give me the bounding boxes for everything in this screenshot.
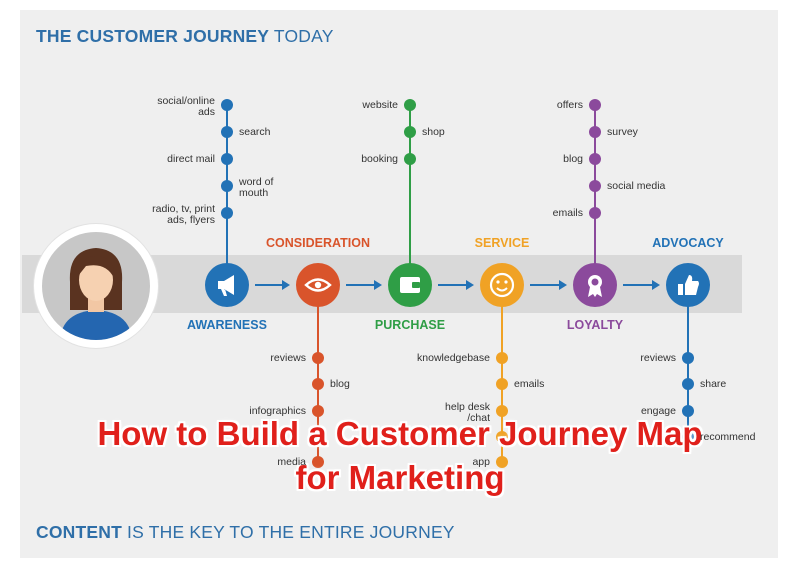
touchpoint-label: direct mail bbox=[167, 152, 215, 165]
touchpoint-label: website bbox=[362, 98, 398, 111]
touchpoint-label: reviews bbox=[640, 351, 676, 364]
touchpoint-label: offers bbox=[556, 98, 583, 111]
flow-arrow-head-icon bbox=[282, 280, 290, 290]
touchpoint-dot bbox=[682, 431, 694, 443]
footer-text: CONTENT IS THE KEY TO THE ENTIRE JOURNEY bbox=[36, 522, 455, 542]
smiley-icon bbox=[489, 272, 515, 298]
touchpoint-dot bbox=[404, 126, 416, 138]
touchpoint-dot bbox=[221, 207, 233, 219]
touchpoint-dot bbox=[312, 405, 324, 417]
stage-label-awareness: AWARENESS bbox=[187, 318, 267, 332]
touchpoint-label: survey bbox=[607, 125, 638, 138]
touchpoint-dot bbox=[404, 153, 416, 165]
touchpoint-dot bbox=[221, 153, 233, 165]
touchpoint-label: shop bbox=[422, 125, 445, 138]
touchpoint-label: booking bbox=[361, 152, 398, 165]
touchpoint-label: word of mouth bbox=[239, 176, 274, 199]
touchpoint-dot bbox=[221, 180, 233, 192]
touchpoint-dot bbox=[589, 207, 601, 219]
touchpoint-label: blog bbox=[563, 152, 583, 165]
touchpoint-dot bbox=[404, 99, 416, 111]
overlay-line-1: How to Build a Customer Journey Map bbox=[97, 415, 703, 452]
wallet-clasp bbox=[412, 282, 420, 288]
smiley-mouth bbox=[496, 287, 508, 292]
touchpoint-dot bbox=[496, 405, 508, 417]
eye-icon bbox=[304, 278, 332, 292]
touchpoint-dot bbox=[682, 352, 694, 364]
overlay-line-2: for Marketing bbox=[295, 459, 505, 496]
touchpoint-dot bbox=[682, 405, 694, 417]
touchpoint-label: infographics bbox=[249, 404, 306, 417]
touchpoint-label: recommend bbox=[700, 430, 756, 443]
megaphone-icon bbox=[218, 275, 234, 296]
thumbs-up-icon bbox=[678, 275, 699, 295]
stage-label-service: SERVICE bbox=[474, 236, 530, 250]
touchpoint-label: app bbox=[472, 455, 490, 468]
touchpoint-label: radio, tv, print ads, flyers bbox=[152, 203, 215, 226]
touchpoint-dot bbox=[312, 431, 324, 443]
smiley-eye bbox=[504, 280, 508, 284]
customer-avatar bbox=[34, 224, 158, 348]
stage-node bbox=[480, 263, 524, 307]
touchpoint-dot bbox=[496, 352, 508, 364]
touchpoint-label: share bbox=[700, 377, 727, 390]
touchpoint-label: emails bbox=[552, 206, 583, 219]
touchpoint-label: help desk /chat bbox=[445, 401, 490, 424]
diagram-title: THE CUSTOMER JOURNEY TODAY bbox=[36, 26, 334, 46]
touchpoint-dot bbox=[589, 153, 601, 165]
flow-arrow-head-icon bbox=[559, 280, 567, 290]
touchpoint-label: blog bbox=[330, 377, 350, 390]
eye-pupil bbox=[314, 281, 322, 289]
person-icon bbox=[60, 248, 132, 340]
overlay-heading: How to Build a Customer Journey Map for … bbox=[0, 412, 800, 500]
wallet-icon bbox=[400, 277, 420, 293]
touchpoint-dot bbox=[312, 352, 324, 364]
touchpoint-dot bbox=[496, 378, 508, 390]
avatar-background bbox=[42, 232, 150, 340]
touchpoint-label: social media bbox=[607, 179, 666, 192]
touchpoint-dot bbox=[496, 456, 508, 468]
touchpoint-label: media bbox=[277, 455, 306, 468]
ribbon-center bbox=[591, 278, 599, 286]
touchpoint-dot bbox=[221, 126, 233, 138]
flow-arrow-head-icon bbox=[652, 280, 660, 290]
touchpoint-dot bbox=[221, 99, 233, 111]
touchpoint-label: social/online ads bbox=[157, 95, 215, 118]
flow-arrow-head-icon bbox=[374, 280, 382, 290]
stage-label-loyalty: LOYALTY bbox=[566, 318, 624, 332]
touchpoint-label: emails bbox=[514, 377, 545, 390]
ribbon-tails bbox=[588, 287, 602, 297]
touchpoint-dot bbox=[589, 180, 601, 192]
touchpoint-dot bbox=[312, 456, 324, 468]
flow-arrow-head-icon bbox=[466, 280, 474, 290]
touchpoint-dot bbox=[589, 99, 601, 111]
touchpoint-dot bbox=[682, 378, 694, 390]
touchpoint-label: search bbox=[239, 125, 271, 138]
touchpoint-label: reviews bbox=[270, 351, 306, 364]
smiley-eye bbox=[496, 280, 500, 284]
stage-label-advocacy: ADVOCACY bbox=[652, 236, 724, 250]
touchpoint-dot bbox=[589, 126, 601, 138]
touchpoint-label: engage bbox=[640, 404, 676, 417]
touchpoint-label: knowledgebase bbox=[417, 351, 490, 364]
stage-label-consideration: CONSIDERATION bbox=[266, 236, 370, 250]
touchpoint-dot bbox=[496, 431, 508, 443]
touchpoint-dot bbox=[312, 378, 324, 390]
stage-label-purchase: PURCHASE bbox=[374, 318, 446, 332]
